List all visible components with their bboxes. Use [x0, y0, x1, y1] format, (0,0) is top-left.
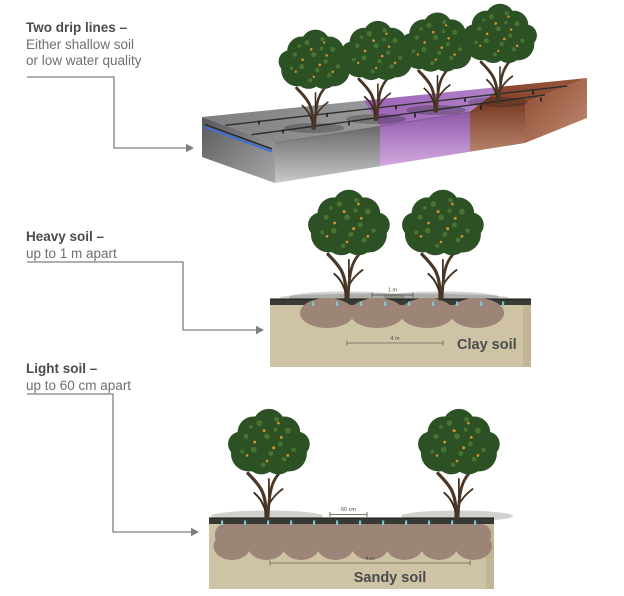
callout-line: Either shallow soil	[26, 36, 135, 52]
callout-title: Two drip lines –	[26, 20, 128, 35]
dimension-row-span	[269, 560, 471, 566]
tree	[400, 188, 486, 301]
block-front-face-brown	[470, 103, 525, 152]
callout-line: up to 60 cm apart	[26, 377, 132, 393]
block-top-purple-section	[363, 86, 503, 127]
drip-line-cross-section-blue	[204, 125, 273, 153]
tree	[306, 188, 392, 301]
dimension-emitter-spacing	[371, 292, 414, 298]
drip-line-2	[251, 94, 545, 136]
connector-line-middle	[27, 261, 256, 331]
wetted-zone	[213, 524, 492, 560]
callout-title: Heavy soil –	[26, 229, 105, 244]
emitter-dots	[312, 301, 505, 306]
tree	[416, 407, 502, 520]
dimension-emitter-spacing	[329, 512, 368, 517]
soil-edge-shade	[486, 523, 494, 589]
block-front-face-grey	[275, 126, 380, 183]
callout-two-drip-lines: Two drip lines – Either shallow soil or …	[26, 20, 206, 70]
clay-soil-block	[270, 291, 531, 367]
surface-band	[270, 299, 531, 305]
emitter-dots	[221, 520, 477, 525]
tree	[226, 407, 312, 520]
dimension-label: 4 m	[365, 556, 375, 562]
block-top-grey-section	[202, 100, 380, 143]
callout-title: Light soil –	[26, 361, 98, 376]
soil-edge-shade	[523, 304, 531, 367]
callout-line: up to 1 m apart	[26, 245, 117, 261]
dimension-label: 4 m	[390, 336, 400, 342]
callout-line: or low water quality	[26, 53, 142, 69]
dimension-label: 1 m	[388, 288, 398, 294]
sandy-soil-label: Sandy soil	[354, 570, 427, 586]
dimension-row-span	[346, 340, 444, 346]
drip-emitters	[258, 90, 542, 134]
dimension-label: 60 cm	[341, 507, 356, 513]
arrowhead-icon	[191, 527, 199, 537]
sandy-soil-block	[209, 510, 513, 589]
drip-line-cross-section-dark	[204, 123, 273, 150]
wetted-zone	[300, 298, 504, 328]
surface-band	[209, 518, 494, 524]
connector-line-bottom	[27, 393, 191, 533]
clay-soil-label: Clay soil	[457, 337, 517, 353]
connector-line-top	[27, 76, 186, 149]
callout-heavy-soil: Heavy soil – up to 1 m apart	[26, 229, 206, 262]
soil-block-3d	[202, 78, 587, 183]
sandy-soil-diagram: 60 cm 4 m Sandy soil	[209, 407, 513, 589]
callout-light-soil: Light soil – up to 60 cm apart	[26, 361, 206, 394]
block-right-end-face	[525, 78, 587, 143]
clay-soil-diagram: 1 m 4 m Clay soil	[270, 188, 531, 367]
overview-drip-lines-diagram	[202, 2, 587, 183]
block-front-face-purple	[380, 111, 470, 167]
